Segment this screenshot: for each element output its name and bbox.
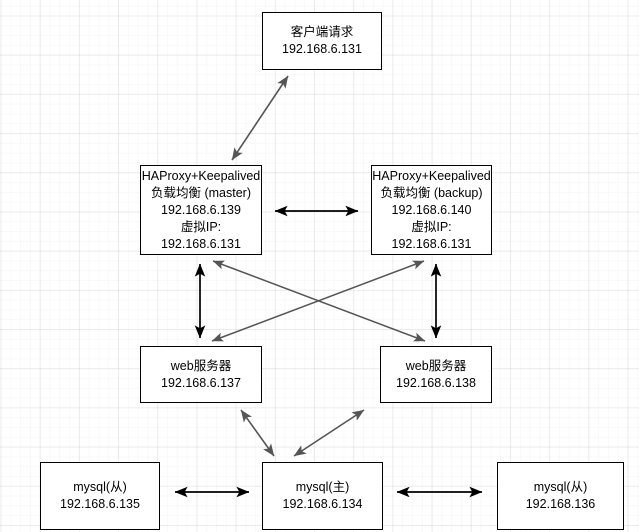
node-mysql-134-line-0: mysql(主) <box>295 480 350 494</box>
node-mysql-slave-135[interactable]: mysql(从) 192.168.6.135 <box>40 462 160 530</box>
node-haproxy-master-line-1: 负载均衡 (master) <box>150 185 251 200</box>
node-haproxy-backup-line-2: 192.168.6.140 <box>391 202 472 217</box>
node-haproxy-backup-line-0: HAProxy+Keepalived <box>372 168 491 183</box>
node-haproxy-backup-line-3: 虚拟IP: <box>411 219 452 234</box>
node-client-request-line-0: 客户端请求 <box>290 25 354 39</box>
connector-master-to-web2 <box>212 260 426 342</box>
node-haproxy-keepalived-backup[interactable]: HAProxy+Keepalived 负载均衡 (backup) 192.168… <box>371 165 492 255</box>
node-client-request[interactable]: 客户端请求 192.168.6.131 <box>262 12 382 70</box>
node-haproxy-keepalived-master[interactable]: HAProxy+Keepalived 负载均衡 (master) 192.168… <box>140 165 262 255</box>
node-haproxy-backup-line-1: 负载均衡 (backup) <box>380 185 483 200</box>
node-mysql-136-line-1: 192.168.136 <box>525 497 596 511</box>
node-web-server-137[interactable]: web服务器 192.168.6.137 <box>140 346 262 403</box>
node-web-137-line-0: web服务器 <box>170 358 232 373</box>
node-web-server-138[interactable]: web服务器 192.168.6.138 <box>380 346 492 403</box>
connector-client-to-master <box>231 75 289 161</box>
node-haproxy-master-line-4: 192.168.6.131 <box>161 236 241 251</box>
node-haproxy-backup-line-4: 192.168.6.131 <box>391 236 472 251</box>
connector-web1-to-mysql-master <box>240 409 275 457</box>
node-mysql-master-134[interactable]: mysql(主) 192.168.6.134 <box>262 462 383 530</box>
node-mysql-135-line-1: 192.168.6.135 <box>60 497 140 511</box>
connector-web2-to-mysql-master <box>293 409 365 457</box>
node-mysql-135-line-0: mysql(从) <box>73 480 127 494</box>
node-client-request-line-1: 192.168.6.131 <box>282 42 362 56</box>
node-mysql-136-line-0: mysql(从) <box>533 480 588 494</box>
node-web-138-line-0: web服务器 <box>405 358 467 373</box>
node-mysql-slave-136[interactable]: mysql(从) 192.168.136 <box>497 462 624 530</box>
connector-backup-to-web1 <box>211 260 425 342</box>
node-haproxy-master-line-2: 192.168.6.139 <box>161 202 241 217</box>
node-mysql-134-line-1: 192.168.6.134 <box>282 497 363 511</box>
node-haproxy-master-line-0: HAProxy+Keepalived <box>141 168 261 183</box>
node-web-138-line-1: 192.168.6.138 <box>396 375 476 390</box>
node-haproxy-master-line-3: 虚拟IP: <box>180 219 222 234</box>
node-web-137-line-1: 192.168.6.137 <box>161 375 241 390</box>
